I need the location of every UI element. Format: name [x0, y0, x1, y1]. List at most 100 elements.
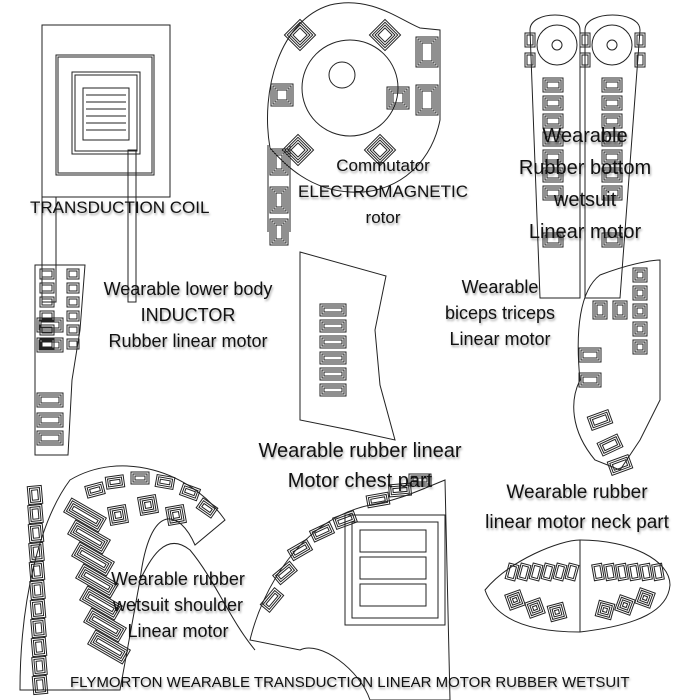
coil-icon [627, 562, 641, 582]
label-line: Rubber bottom [518, 157, 652, 179]
coil-icon [78, 585, 124, 621]
coil-icon [634, 587, 656, 609]
coil-icon [36, 392, 64, 408]
coil-icon [154, 473, 176, 491]
coil-icon [178, 482, 202, 502]
coil-icon [632, 321, 648, 337]
coil-icon [542, 77, 564, 93]
label-line: rotor [365, 208, 401, 227]
coil-icon [504, 589, 526, 611]
coil-icon [415, 84, 439, 116]
coil-icon [601, 95, 623, 111]
coil-icon [164, 503, 188, 527]
coil-icon [542, 131, 564, 147]
coil-icon [66, 310, 80, 322]
coil-icon [28, 560, 46, 582]
coil-icon [365, 491, 391, 509]
coil-icon [601, 185, 623, 201]
coil-icon [516, 562, 532, 582]
coil-icon [269, 218, 289, 246]
coil-icon [639, 562, 653, 582]
coil-icon [29, 598, 47, 620]
coil-icon [331, 509, 359, 531]
coil-icon [130, 471, 150, 485]
coil-icon [39, 310, 55, 322]
coil-icon [564, 562, 580, 582]
arm-drawing [573, 259, 661, 471]
label-line: Linear motor [449, 329, 551, 349]
label-biceps: Wearable biceps triceps Linear motor [430, 274, 570, 352]
coil-icon [27, 522, 45, 544]
label-shoulder: Wearable rubber wetsuit shoulder Linear … [100, 566, 256, 644]
coil-icon [603, 562, 617, 582]
neck-drawing [484, 539, 671, 633]
coil-icon [596, 433, 624, 457]
coil-icon [259, 587, 285, 613]
coil-icon [615, 562, 629, 582]
coil-icon [614, 594, 636, 616]
label-chest: Wearable rubber linear Motor chest part [240, 436, 480, 496]
coil-icon [66, 282, 80, 294]
coil-icon [363, 133, 397, 167]
coil-icon [30, 636, 48, 658]
coil-icon [281, 133, 315, 167]
coil-icon [542, 232, 564, 248]
label-line: ELECTROMAGNETIC [298, 182, 469, 201]
coil-icon [591, 562, 605, 582]
coil-icon [386, 86, 410, 110]
coil-icon [62, 497, 108, 533]
label-rotor: Commutator ELECTROMAGNETIC rotor [298, 153, 468, 231]
coil-icon [106, 503, 130, 527]
coil-icon [28, 541, 45, 563]
label-bottom-wetsuit: Wearable Rubber bottom wetsuit Linear mo… [500, 120, 670, 248]
coil-icon [319, 303, 347, 317]
coil-icon [592, 300, 608, 320]
coil-icon [86, 629, 132, 665]
coil-icon [70, 541, 116, 577]
coil-icon [594, 599, 616, 621]
coil-icon [319, 335, 347, 349]
footer-text: FLYMORTON WEARABLE TRANSDUCTION LINEAR M… [70, 674, 630, 691]
coil-icon [272, 560, 298, 586]
coil-icon [195, 497, 219, 519]
coil-icon [578, 347, 602, 363]
coil-icon [632, 303, 648, 319]
label-line: Wearable [461, 277, 539, 297]
label-lower-body: Wearable lower body INDUCTOR Rubber line… [94, 276, 282, 354]
coil-icon [319, 383, 347, 397]
coil-icon [524, 32, 536, 48]
coil-icon [579, 32, 591, 48]
coil-icon [66, 296, 80, 308]
coil-icon [524, 52, 536, 68]
label-line: Motor chest part [287, 470, 433, 492]
coil-icon [39, 338, 55, 350]
coil-icon [552, 562, 568, 582]
coil-icon [524, 597, 546, 619]
label-line: wetsuit shoulder [112, 595, 244, 615]
coil-icon [542, 95, 564, 111]
coil-icon [632, 285, 648, 301]
coil-icon [269, 186, 289, 214]
label-line: Wearable rubber [506, 482, 648, 503]
biceps-drawing [299, 251, 396, 441]
label-line: Wearable rubber linear [258, 440, 462, 462]
footer-title: FLYMORTON WEARABLE TRANSDUCTION LINEAR M… [70, 670, 630, 696]
coil-icon [504, 562, 520, 582]
coil-icon [612, 300, 628, 320]
coil-icon [387, 482, 413, 498]
label-line: Rubber linear motor [108, 331, 268, 351]
coil-icon [270, 83, 294, 107]
coil-icon [586, 409, 614, 431]
coil-icon [601, 232, 623, 248]
coil-icon [136, 493, 160, 517]
coil-icon [542, 185, 564, 201]
label-text: TRANSDUCTION COIL [30, 198, 210, 217]
coil-elements [26, 18, 665, 696]
coil-icon [308, 521, 336, 543]
coil-icon [634, 52, 646, 68]
coil-icon [368, 18, 402, 52]
coil-icon [36, 430, 64, 446]
coil-icon [26, 484, 44, 506]
coil-icon [31, 674, 49, 696]
